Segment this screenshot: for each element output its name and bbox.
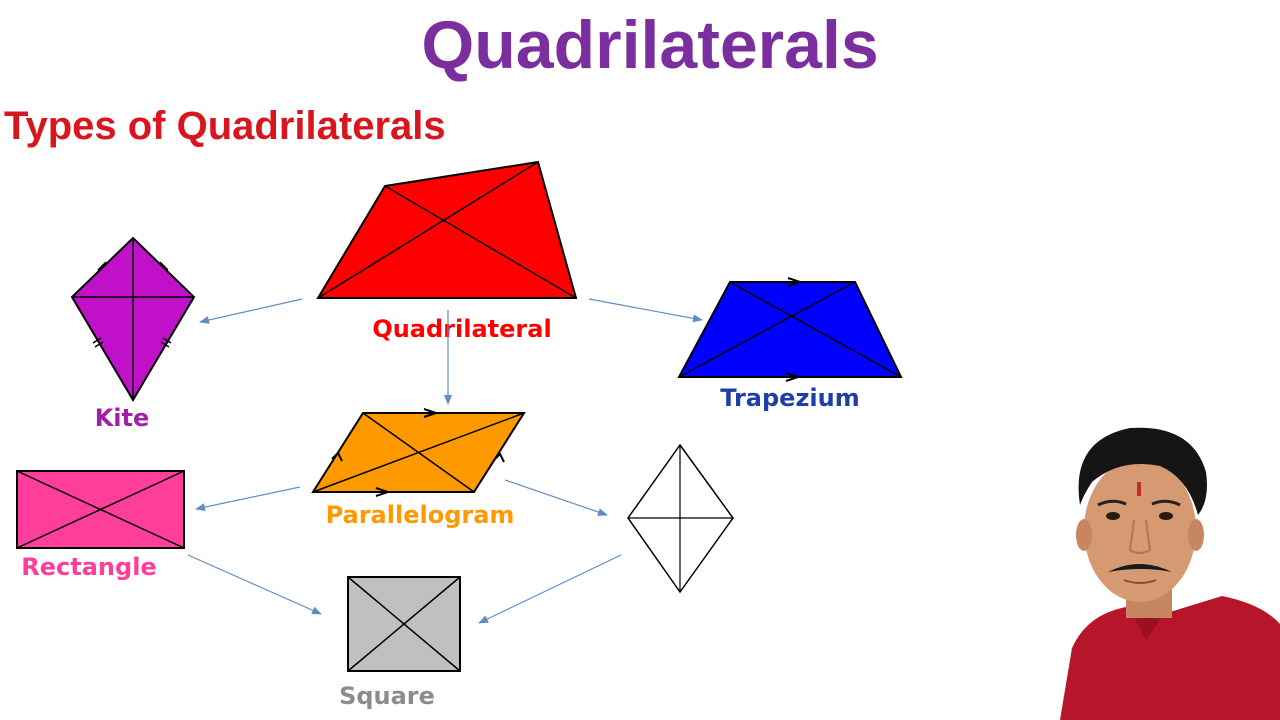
square-shape [347,576,461,672]
presenter-photo [1060,427,1280,720]
trapezium-label: Trapezium [720,384,860,412]
arrow-quadrilateral-to-kite [199,298,303,324]
parallelogram-shape [311,408,526,497]
parallelogram-label: Parallelogram [326,501,515,529]
arrow-rhombus-to-square [478,554,622,624]
quadrilateral-label: Quadrilateral [372,315,551,343]
rhombus-shape [627,443,734,594]
arrow-quadrilateral-to-trapezium [588,298,703,323]
rectangle-label: Rectangle [21,553,156,581]
kite-label: Kite [95,404,150,432]
page-title: Quadrilaterals [421,7,878,83]
trapezium-shape [677,277,903,382]
kite-shape [70,236,196,402]
rectangle-shape [16,470,185,549]
square-label: Square [339,682,435,710]
page-subtitle: Types of Quadrilaterals [4,104,446,148]
arrow-parallelogram-to-rectangle [195,486,301,512]
arrow-parallelogram-to-rhombus [504,479,608,516]
hierarchy-arrows [187,298,703,624]
quadrilateral-shape [316,160,578,299]
arrow-rectangle-to-square [187,554,322,615]
